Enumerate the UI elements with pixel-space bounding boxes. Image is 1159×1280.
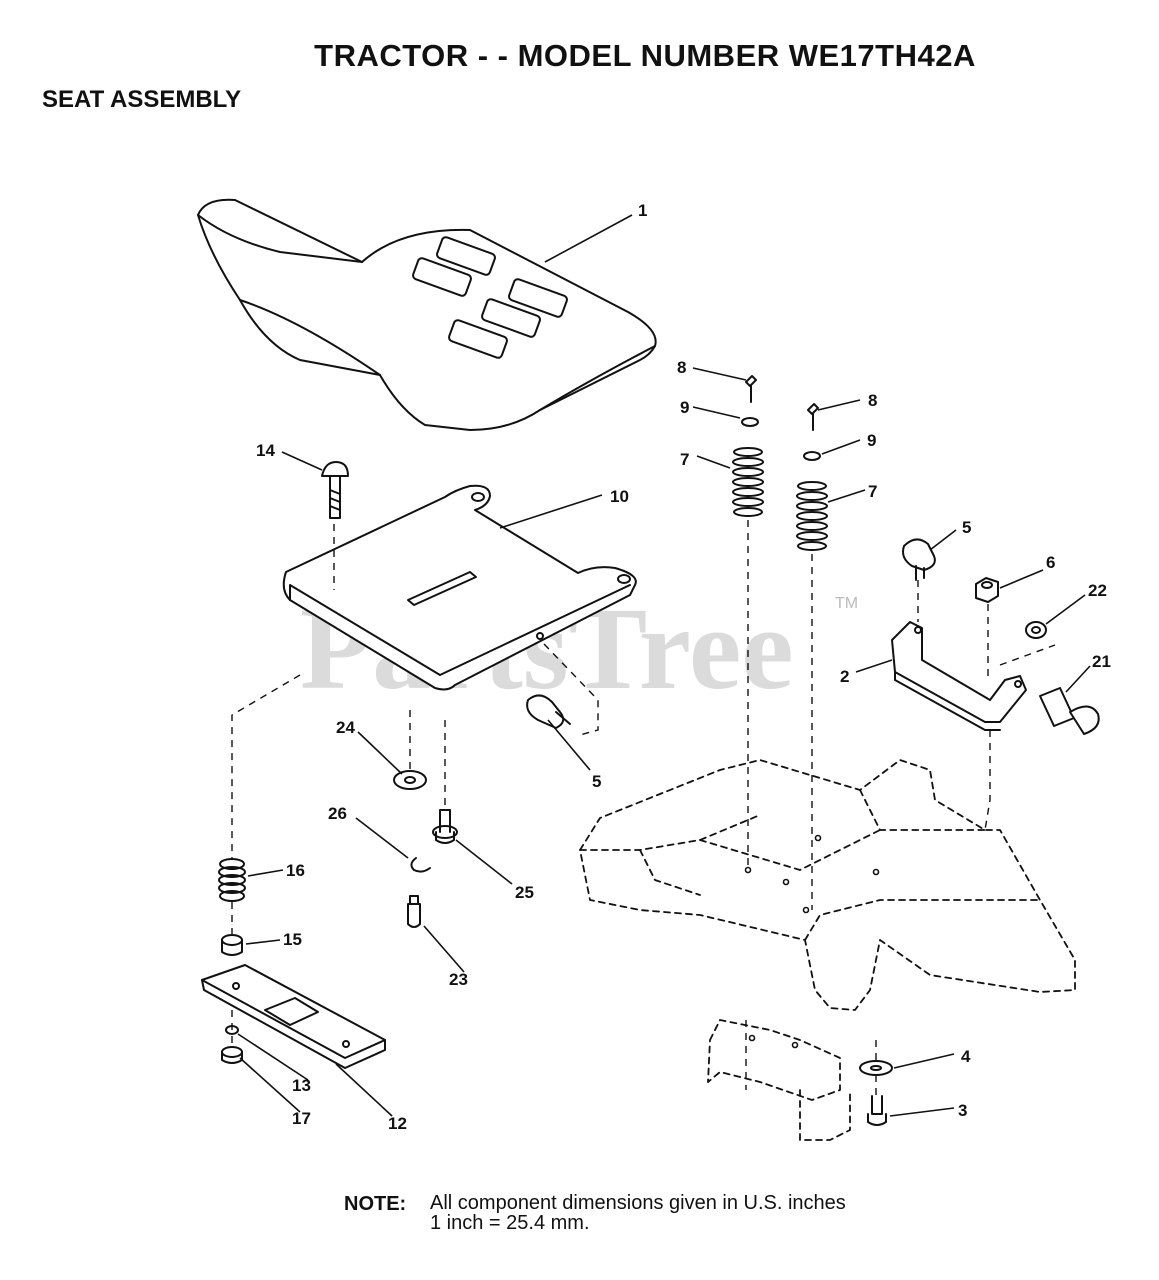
spring-7-right-part bbox=[796, 481, 828, 551]
callout-8-right: 8 bbox=[868, 391, 877, 410]
assembly-guide-lines bbox=[231, 520, 1056, 1096]
callout-2: 2 bbox=[840, 667, 849, 686]
mounting-bracket-part bbox=[891, 621, 1027, 731]
spring-16-part bbox=[218, 858, 246, 902]
callout-24: 24 bbox=[336, 718, 355, 737]
callout-16: 16 bbox=[286, 861, 305, 880]
hex-nut-6-part bbox=[975, 577, 999, 603]
screw-3-part bbox=[867, 1095, 887, 1126]
spring-7-left-part bbox=[732, 447, 764, 517]
washer-9-left-part bbox=[741, 417, 759, 427]
carriage-bolt-part bbox=[321, 461, 349, 519]
hex-nut-17-part bbox=[221, 1046, 243, 1064]
callout-9-right: 9 bbox=[867, 431, 876, 450]
callout-labels: 1 2 3 4 5 5 6 7 7 8 8 9 9 10 12 13 14 15… bbox=[256, 201, 1111, 1133]
callout-25: 25 bbox=[515, 883, 534, 902]
note-line-2: 1 inch = 25.4 mm. bbox=[430, 1212, 590, 1234]
pivot-bracket-part bbox=[201, 964, 386, 1069]
washer-9-right-part bbox=[803, 451, 821, 461]
callout-17: 17 bbox=[292, 1109, 311, 1128]
callout-10: 10 bbox=[610, 487, 629, 506]
seat-part bbox=[197, 198, 657, 431]
callout-13: 13 bbox=[292, 1076, 311, 1095]
bushing-part bbox=[221, 934, 243, 956]
callout-14: 14 bbox=[256, 441, 275, 460]
callout-4: 4 bbox=[961, 1047, 971, 1066]
tractor-frame-part bbox=[579, 759, 1076, 1141]
note-line-1: All component dimensions given in U.S. i… bbox=[430, 1192, 846, 1214]
callout-6: 6 bbox=[1046, 553, 1055, 572]
callout-8-left: 8 bbox=[677, 358, 686, 377]
callout-5-right: 5 bbox=[962, 518, 971, 537]
shoulder-bolt-part bbox=[432, 809, 458, 844]
callout-3: 3 bbox=[958, 1101, 967, 1120]
washer-22-part bbox=[1025, 621, 1047, 639]
seat-pan-part bbox=[282, 484, 637, 691]
callout-1: 1 bbox=[638, 201, 647, 220]
callout-7-left: 7 bbox=[680, 450, 689, 469]
pin-right-part bbox=[807, 403, 819, 431]
callout-21: 21 bbox=[1092, 652, 1111, 671]
dimension-note: NOTE: All component dimensions given in U… bbox=[344, 1193, 846, 1233]
knob-left-part bbox=[526, 694, 571, 729]
frame-holes bbox=[744, 834, 880, 1049]
callout-12: 12 bbox=[388, 1114, 407, 1133]
spring-clip-part bbox=[410, 857, 431, 873]
callout-7-right: 7 bbox=[868, 482, 877, 501]
shoulder-bolt-21-part bbox=[1039, 687, 1100, 735]
bolt-23-part bbox=[407, 895, 421, 928]
pin-left-part bbox=[745, 375, 757, 403]
callout-5-left: 5 bbox=[592, 772, 601, 791]
section-title: SEAT ASSEMBLY bbox=[42, 86, 242, 113]
watermark-trademark: TM bbox=[835, 595, 858, 612]
callout-15: 15 bbox=[283, 930, 302, 949]
page-title: TRACTOR - - MODEL NUMBER WE17TH42A bbox=[314, 38, 976, 73]
callout-23: 23 bbox=[449, 970, 468, 989]
note-label: NOTE: bbox=[344, 1193, 407, 1215]
callout-22: 22 bbox=[1088, 581, 1107, 600]
washer-24-part bbox=[393, 770, 427, 790]
washer-4-part bbox=[859, 1060, 893, 1076]
callout-9-left: 9 bbox=[680, 398, 689, 417]
leader-lines bbox=[237, 214, 1091, 1117]
note-body: All component dimensions given in U.S. i… bbox=[430, 1193, 846, 1233]
callout-26: 26 bbox=[328, 804, 347, 823]
knob-right-part bbox=[902, 538, 936, 581]
